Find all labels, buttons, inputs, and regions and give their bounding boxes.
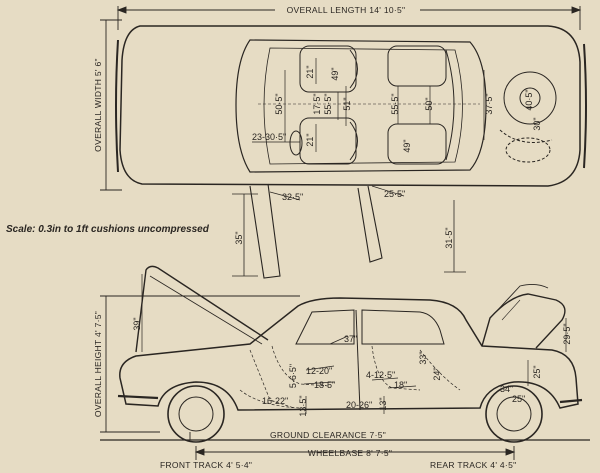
dim-34: 34" bbox=[500, 384, 513, 394]
plan-front-seats bbox=[299, 45, 358, 165]
dim-21-upper: 21" bbox=[305, 65, 315, 78]
dim-12-20: 12-20" bbox=[306, 366, 332, 376]
dim-23-30-5: 23-30·5" bbox=[252, 132, 286, 142]
dim-24: 24" bbox=[432, 367, 442, 380]
dim-17-5: 17·5" bbox=[312, 93, 322, 114]
overall-length-dim-line bbox=[116, 6, 582, 30]
dim-37-5: 37·5" bbox=[484, 93, 494, 114]
dim-18-5: 18·5" bbox=[314, 380, 335, 390]
front-track-label: FRONT TRACK 4' 5·4" bbox=[160, 460, 252, 470]
dim-49-lower: 49" bbox=[402, 139, 412, 152]
dim-4-12-5: 4-12·5" bbox=[366, 370, 395, 380]
dim-55-5-front: 55·5" bbox=[323, 93, 333, 114]
overall-width-dim-line bbox=[100, 19, 122, 191]
dim-37: 37" bbox=[344, 334, 357, 344]
dim-16-22: 16-22" bbox=[262, 396, 288, 406]
dim-30: 30" bbox=[532, 117, 542, 130]
side-windows bbox=[295, 309, 445, 345]
rear-track-label: REAR TRACK 4' 4·5" bbox=[430, 460, 516, 470]
side-view bbox=[100, 265, 590, 460]
dim-5-6-5: 5·6·5" bbox=[288, 364, 298, 388]
dim-13: 13" bbox=[378, 397, 388, 410]
dim-21-lower: 21" bbox=[305, 133, 315, 146]
overall-height-label: OVERALL HEIGHT 4' 7·5" bbox=[93, 311, 103, 417]
dim-29-5: 29·5" bbox=[562, 323, 572, 344]
dim-35: 35" bbox=[234, 231, 244, 244]
dim-25-5: 25·5" bbox=[384, 189, 405, 199]
dim-40-5: 40·5" bbox=[524, 89, 534, 110]
plan-open-door-rear bbox=[357, 185, 466, 273]
plan-view bbox=[100, 6, 587, 279]
front-wheel bbox=[167, 385, 225, 443]
spare-wheel bbox=[499, 71, 557, 163]
scale-note: Scale: 0.3in to 1ft cushions uncompresse… bbox=[6, 224, 209, 235]
dim-55-5-rear: 55·5" bbox=[390, 93, 400, 114]
steering-wheel bbox=[289, 130, 303, 156]
dim-13-5: 13·5" bbox=[298, 395, 308, 416]
side-body-outline bbox=[119, 297, 579, 411]
dim-50: 50" bbox=[424, 97, 434, 110]
dim-32-5: 32·5" bbox=[282, 192, 303, 202]
dim-18: 18" bbox=[394, 380, 407, 390]
plan-open-door-front bbox=[232, 183, 281, 279]
overall-width-label: OVERALL WIDTH 5' 6" bbox=[93, 58, 103, 152]
dim-50-5: 50·5" bbox=[274, 93, 284, 114]
dim-51: 51" bbox=[342, 97, 352, 110]
dim-20-26: 20-26" bbox=[346, 400, 372, 410]
ground-clearance-label: GROUND CLEARANCE 7·5" bbox=[270, 430, 386, 440]
rear-wheel bbox=[485, 385, 543, 443]
dim-49-upper: 49" bbox=[330, 67, 340, 80]
wheelbase-label: WHEELBASE 8' 7·5" bbox=[308, 448, 392, 458]
plan-rear-seats bbox=[387, 45, 455, 165]
plan-body-outline bbox=[119, 25, 581, 187]
open-bonnet bbox=[135, 265, 269, 353]
dim-33: 33" bbox=[418, 351, 428, 364]
dim-25-rear: 25" bbox=[512, 394, 525, 404]
dim-31-5: 31·5" bbox=[444, 227, 454, 248]
dim-25-boot: 25" bbox=[532, 365, 542, 378]
dim-39: 39" bbox=[132, 317, 142, 330]
overall-length-label: OVERALL LENGTH 14' 10·5" bbox=[287, 5, 406, 15]
